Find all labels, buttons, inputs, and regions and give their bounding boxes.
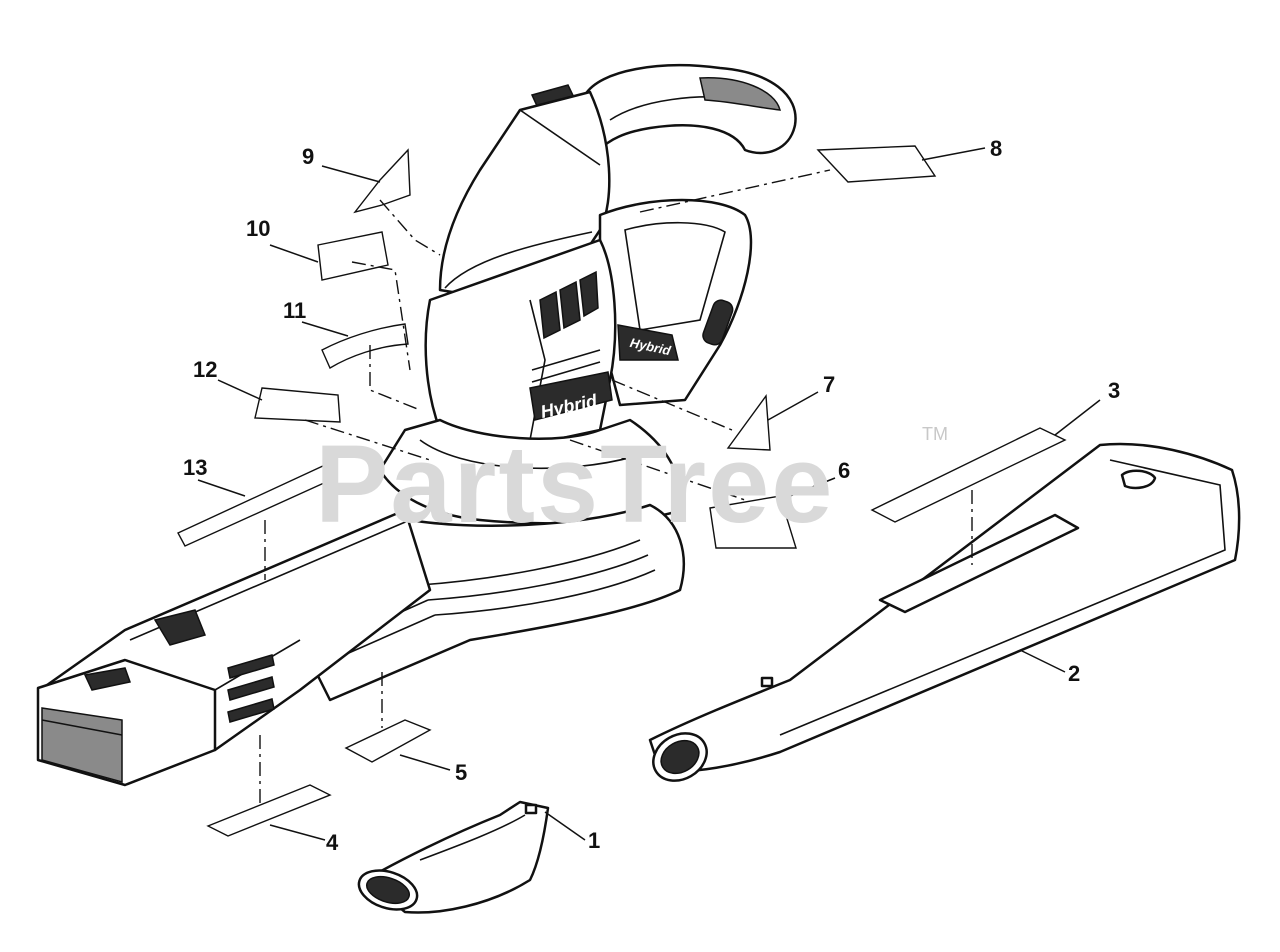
trademark-symbol: TM [922, 424, 948, 444]
callout-11: 11 [283, 298, 306, 323]
decals [177, 145, 1067, 837]
vent-slots [531, 270, 601, 395]
callout-4: 4 [326, 830, 339, 855]
callout-1: 1 [588, 828, 600, 853]
tube-vents [227, 654, 275, 723]
callout-numbers: 1 2 3 4 5 6 7 8 9 10 11 12 13 [183, 136, 1120, 855]
callout-13: 13 [183, 455, 207, 480]
leader-lines [197, 147, 1101, 841]
callout-3: 3 [1108, 378, 1120, 403]
callout-6: 6 [838, 458, 850, 483]
nozzle [357, 800, 550, 914]
callout-8: 8 [990, 136, 1002, 161]
assembly-lines [259, 169, 973, 805]
callout-7: 7 [823, 372, 835, 397]
callout-10: 10 [246, 216, 270, 241]
blower-body: Hybrid Hybrid [36, 64, 797, 787]
watermark: PartsTree [315, 423, 834, 546]
callout-12: 12 [193, 357, 217, 382]
callout-5: 5 [455, 760, 467, 785]
callout-2: 2 [1068, 661, 1080, 686]
callout-9: 9 [302, 144, 314, 169]
extension-tube [648, 442, 1241, 782]
